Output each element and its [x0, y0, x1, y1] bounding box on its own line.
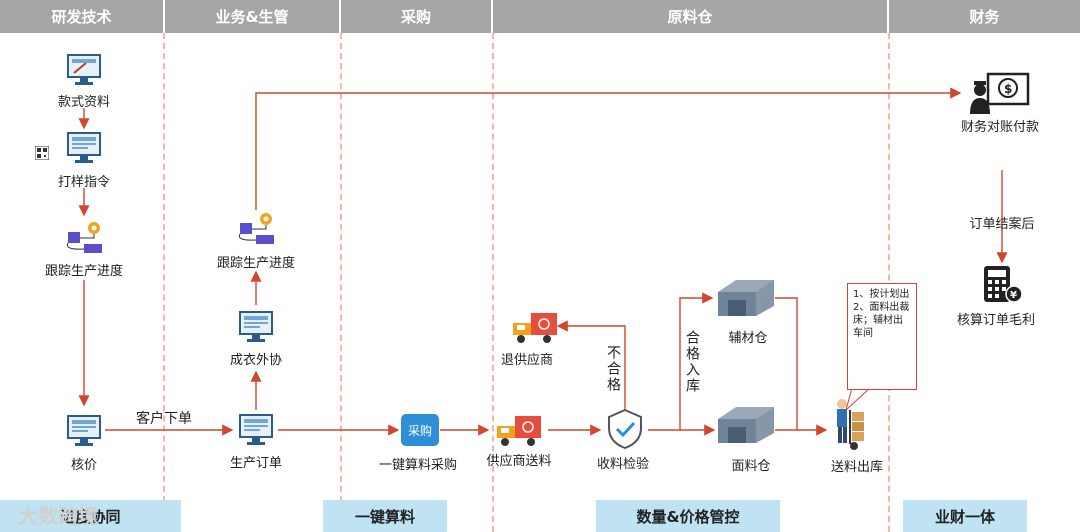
lane-divider [492, 33, 494, 532]
monitor-icon [238, 413, 274, 451]
lane-header-business: 业务&生管 [165, 0, 339, 33]
lane-header-purchase: 采购 [341, 0, 491, 33]
monitor-icon [238, 310, 274, 348]
truck-icon [493, 410, 543, 454]
edge-label-qualified-in: 合格入库 [684, 330, 700, 394]
progress-tracking-icon [62, 220, 106, 260]
svg-text:¥: ¥ [1010, 290, 1017, 301]
purchase-tag-icon: 采购 [401, 414, 439, 446]
node-sample-order: 打样指令 [57, 175, 111, 190]
monitor-icon [66, 131, 102, 169]
presentation-dollar-icon: $ [970, 72, 1030, 120]
node-supplier-delivery: 供应商送料 [486, 454, 552, 469]
monitor-icon [66, 53, 102, 91]
node-one-click-purchase: 一键算料采购 [378, 458, 458, 473]
node-accessory-warehouse: 辅材仓 [728, 331, 768, 346]
monitor-icon [66, 414, 102, 452]
node-production-order: 生产订单 [229, 456, 283, 471]
lane-header-finance: 财务 [889, 0, 1080, 33]
lane-divider [888, 33, 890, 532]
node-finance-reconcile: 财务对账付款 [960, 120, 1040, 135]
calculator-yen-icon: ¥ [982, 264, 1024, 310]
worker-hand-truck-icon [830, 396, 874, 456]
node-track-progress-biz: 跟踪生产进度 [216, 256, 296, 271]
footer-one-click-calc: 一键算料 [323, 500, 447, 532]
arrow [255, 87, 962, 210]
node-ship-out: 送料出库 [830, 460, 884, 475]
edge-label-customer-order: 客户下单 [136, 411, 192, 427]
lane-divider [340, 33, 342, 532]
shield-check-icon [606, 408, 644, 454]
svg-text:$: $ [1004, 82, 1012, 96]
lane-divider [163, 33, 165, 532]
arrow [775, 297, 798, 430]
warehouse-icon [716, 405, 776, 449]
footer-qty-price-control: 数量&价格管控 [596, 500, 780, 532]
lane-header-warehouse: 原料仓 [493, 0, 887, 33]
outbound-note: 1、按计划出 2、面料出裁床；辅材出车间 [847, 283, 917, 390]
node-track-progress-rd: 跟踪生产进度 [44, 264, 124, 279]
progress-tracking-icon [234, 211, 278, 251]
edge-label-unqualified: 不合格 [605, 345, 621, 393]
footer-finance-integration: 业财一体 [903, 500, 1027, 532]
node-return-supplier: 退供应商 [500, 353, 554, 368]
warehouse-icon [716, 278, 776, 322]
edge-label-after-close: 订单结案后 [969, 217, 1035, 232]
node-pricing: 核价 [70, 458, 98, 473]
truck-icon [509, 307, 559, 351]
lane-header-rd: 研发技术 [0, 0, 163, 33]
node-order-margin: 核算订单毛利 [956, 313, 1036, 328]
node-fabric-warehouse: 面料仓 [731, 459, 771, 474]
node-receive-inspect: 收料检验 [596, 457, 650, 472]
arrow [648, 292, 714, 431]
arrow [556, 320, 626, 410]
footer-progress-sync: 进度协同 [0, 500, 181, 532]
watermark: 大数跨境 [18, 504, 98, 528]
node-style-info: 款式资料 [57, 95, 111, 110]
node-outsourcing: 成衣外协 [229, 353, 283, 368]
qr-code-icon [34, 145, 50, 164]
purchase-badge-label: 采购 [407, 423, 432, 438]
